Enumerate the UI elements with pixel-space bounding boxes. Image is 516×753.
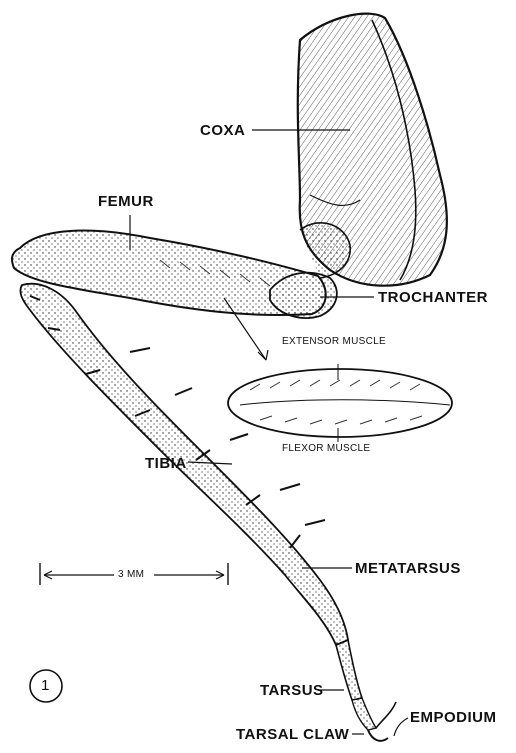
label-coxa: COXA <box>200 122 245 139</box>
tarsus-shape <box>336 640 376 730</box>
label-extensor-muscle: EXTENSOR MUSCLE <box>282 336 386 347</box>
label-tibia: TIBIA <box>145 455 187 472</box>
muscle-cross-section <box>228 369 452 437</box>
label-flexor-muscle: FLEXOR MUSCLE <box>282 443 370 454</box>
label-empodium: EMPODIUM <box>410 709 497 726</box>
label-trochanter: TROCHANTER <box>378 289 488 306</box>
label-metatarsus: METATARSUS <box>355 560 461 577</box>
label-tarsus: TARSUS <box>260 682 324 699</box>
label-tarsal-claw: TARSAL CLAW <box>236 726 349 743</box>
empodium-leader-line <box>394 718 408 736</box>
figure-number: 1 <box>41 677 50 694</box>
coxa-shape <box>298 14 447 286</box>
scale-bar-label: 3 MM <box>118 569 144 580</box>
label-femur: FEMUR <box>98 193 154 210</box>
